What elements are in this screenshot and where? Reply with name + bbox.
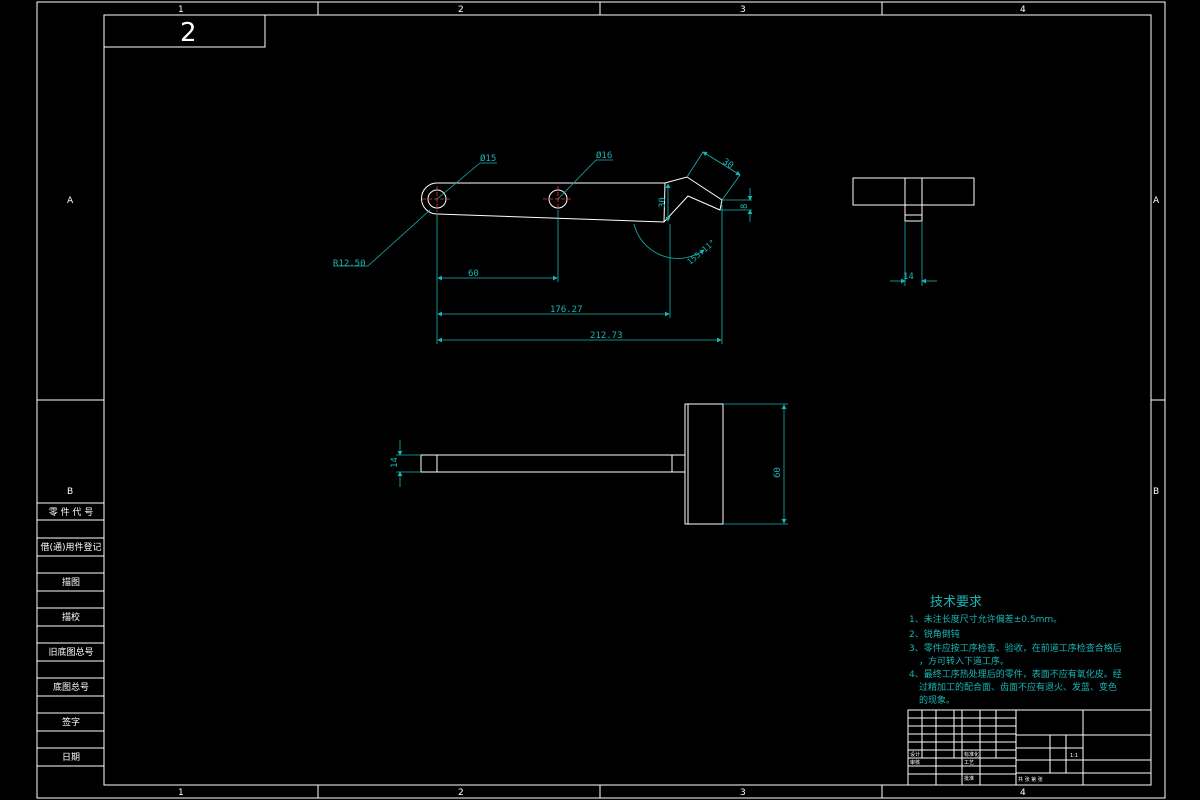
tb-designer: 设计 <box>910 751 920 758</box>
side-view: 14 <box>852 177 975 286</box>
tech-req-title: 技术要求 <box>930 595 982 610</box>
sheet-number-box: 2 <box>103 14 266 48</box>
zone-row-b-right: B <box>1153 487 1159 497</box>
strip-common-parts: 借(通)用件登记 <box>40 541 101 553</box>
dim-arm-height: 30 <box>658 197 668 208</box>
tb-process: 工艺 <box>964 760 974 766</box>
dim-plan-rod-width: 14 <box>390 457 400 468</box>
tech-req-item-3b: ，方可转入下道工序。 <box>919 655 1009 667</box>
zone-row-a-right: A <box>1153 196 1160 206</box>
dim-plan-block-height: 60 <box>773 467 783 478</box>
strip-part-code: 零 件 代 号 <box>49 506 94 518</box>
zone-row-a-left: A <box>67 196 74 206</box>
sheet-frame <box>36 1 1166 799</box>
tech-req-item-1: 1、未注长度尺寸允许偏差±0.5mm。 <box>909 613 1062 625</box>
tb-scale: 1:1 <box>1070 753 1078 759</box>
strip-date: 日期 <box>62 752 80 763</box>
strip-old-base-no: 旧底图总号 <box>48 646 93 658</box>
dim-side-width: 14 <box>903 272 914 282</box>
dim-hole-1-dia: Ø15 <box>480 153 496 164</box>
tech-req-item-4b: 过精加工的配合面、齿面不应有退火、发蓝、变色 <box>919 681 1117 693</box>
zone-col-2-top: 2 <box>458 5 464 15</box>
strip-signature: 签字 <box>62 716 80 728</box>
dim-tip-length: 30 <box>720 157 734 171</box>
tb-checker: 审核 <box>910 759 920 766</box>
zone-col-3-bottom: 3 <box>740 788 746 798</box>
tech-req-item-3: 3、零件应按工序检查、验收，在前道工序检查合格后 <box>909 642 1122 654</box>
dim-overall-length: 212.73 <box>590 331 623 341</box>
tb-sheet-info: 共 张 第 张 <box>1018 776 1043 783</box>
tech-req-item-4c: 的现象。 <box>919 694 955 706</box>
strip-tracing: 描图 <box>62 576 80 588</box>
strip-trace-check: 描校 <box>62 611 80 623</box>
zone-col-3-top: 3 <box>740 5 746 15</box>
front-view: Ø15 Ø16 R12.50 60 176.27 212.73 30 30 <box>333 150 753 344</box>
zone-col-4-bottom: 4 <box>1020 788 1026 798</box>
dim-length-to-bend: 176.27 <box>550 305 583 315</box>
dim-hole-2-dia: Ø16 <box>596 150 612 161</box>
dim-hole-spacing: 60 <box>468 269 479 279</box>
dim-end-radius: R12.50 <box>333 259 366 269</box>
zone-col-1-top: 1 <box>178 5 184 15</box>
zone-row-b-left: B <box>67 487 73 497</box>
tb-standard: 标准化 <box>964 751 979 758</box>
tech-req-item-2: 2、锐角倒钝 <box>909 628 960 640</box>
title-block: 设计 审核 工艺 标准化 批准 1:1 共 张 第 张 <box>907 709 1152 786</box>
strip-base-no: 底图总号 <box>53 681 89 693</box>
tech-requirements: 技术要求 1、未注长度尺寸允许偏差±0.5mm。 2、锐角倒钝 3、零件应按工序… <box>909 595 1122 706</box>
tech-req-item-4: 4、最终工序热处理后的零件，表面不应有氧化皮。经 <box>909 668 1122 680</box>
dim-bend-angle: 155.11° <box>686 238 718 267</box>
zone-col-4-top: 4 <box>1020 5 1026 15</box>
sheet-number: 2 <box>180 18 197 48</box>
tb-approve: 批准 <box>964 775 974 782</box>
zone-labels: 1 2 3 4 1 2 3 4 A B A B <box>67 5 1160 798</box>
dim-tip-width: 8 <box>740 204 750 209</box>
zone-col-1-bottom: 1 <box>178 788 184 798</box>
zone-col-2-bottom: 2 <box>458 788 464 798</box>
arm-outline <box>421 176 723 223</box>
left-strip: 零 件 代 号 借(通)用件登记 描图 描校 旧底图总号 底图总号 签字 日期 <box>37 502 104 767</box>
plan-view: 14 60 <box>390 403 788 525</box>
